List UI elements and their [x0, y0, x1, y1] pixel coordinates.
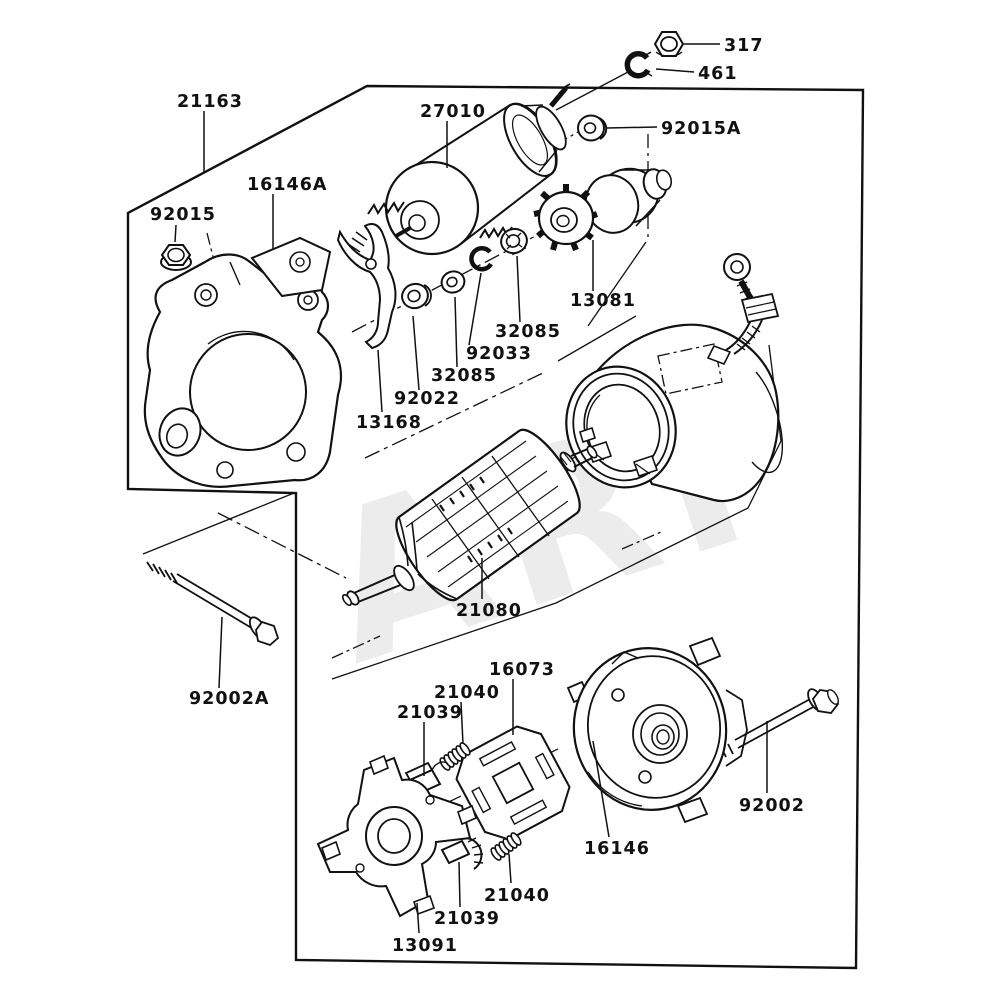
brush-21039-lower: [440, 837, 484, 870]
washer-32085-a: [440, 270, 466, 294]
engage-lever-13168: [336, 223, 397, 350]
solenoid-27010: [367, 83, 571, 256]
group-border: [126, 84, 865, 970]
spring-21040-upper: [439, 742, 471, 771]
label-13081: 13081: [570, 291, 636, 311]
end-cover-16146: [566, 636, 748, 824]
label-92033: 92033: [466, 344, 532, 364]
label-21039-lower: 21039: [434, 909, 500, 929]
label-32085-upper: 32085: [495, 322, 561, 342]
label-13091: 13091: [392, 936, 458, 956]
e-clip-461: [624, 51, 653, 79]
holder-clamp-16146A: [250, 236, 332, 298]
c-clip-92033: [469, 246, 493, 272]
gear-housing-21163: [143, 253, 342, 488]
flange-nut-92015: [160, 244, 192, 271]
label-21080: 21080: [456, 601, 522, 621]
yoke-assembly: [565, 253, 784, 503]
label-92015A: 92015A: [661, 119, 741, 139]
label-461: 461: [698, 64, 738, 84]
spring-21040-lower: [490, 832, 522, 861]
brush-plate-13091: [316, 754, 477, 918]
label-21039-upper: 21039: [397, 703, 463, 723]
pinion-clutch-13081: [533, 167, 673, 252]
label-92015: 92015: [150, 205, 216, 225]
part-labels: 317 461 92015A 27010 21163 16146A 92015 …: [150, 36, 805, 956]
hex-nut-317: [653, 31, 685, 57]
label-21040-lower: 21040: [484, 886, 550, 906]
label-92022: 92022: [394, 389, 460, 409]
mount-bolt-92002A: [146, 561, 280, 647]
label-92002: 92002: [739, 796, 805, 816]
label-16073: 16073: [489, 660, 555, 680]
label-32085-lower: 32085: [431, 366, 497, 386]
collar-32085-b: [500, 227, 528, 255]
label-13168: 13168: [356, 413, 422, 433]
washer-92015A: [577, 114, 608, 142]
leader-lines: [174, 43, 768, 934]
label-317: 317: [724, 36, 764, 56]
washer-92022: [401, 282, 432, 310]
label-16146: 16146: [584, 839, 650, 859]
label-92002A: 92002A: [189, 689, 269, 709]
label-21040-upper: 21040: [434, 683, 500, 703]
label-21163: 21163: [177, 92, 243, 112]
brush-holder-16073: [455, 725, 571, 841]
label-16146A: 16146A: [247, 175, 327, 195]
label-27010: 27010: [420, 102, 486, 122]
armature-21080: [341, 428, 598, 607]
